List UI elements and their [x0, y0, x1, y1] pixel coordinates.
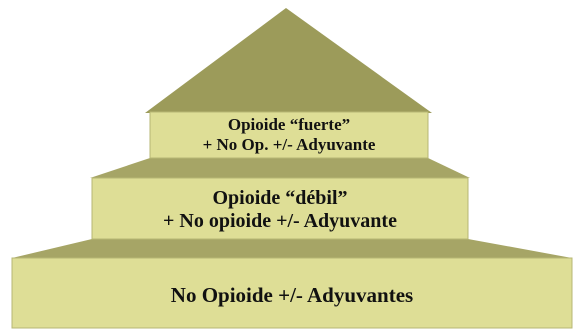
pyramid-shoulder-middle	[12, 239, 572, 258]
level-middle-label: Opioide “débil” + No opioide +/- Adyuvan…	[92, 181, 468, 239]
level-middle-line1: Opioide “débil”	[212, 187, 348, 209]
pyramid-shoulder-top	[90, 158, 470, 178]
level-base-block	[11, 257, 573, 329]
level-middle-line2: + No opioide +/- Adyuvante	[163, 210, 397, 232]
level-base-line1: No Opioide +/- Adyuvantes	[170, 282, 414, 307]
level-middle-block	[91, 177, 469, 240]
level-base-label: No Opioide +/- Adyuvantes	[12, 263, 572, 327]
level-top-block	[149, 111, 429, 159]
pyramid-apex	[145, 8, 432, 113]
level-top-line1: Opioide “fuerte”	[227, 115, 351, 135]
level-top-label: Opioide “fuerte” + No Op. +/- Adyuvante	[150, 112, 428, 158]
level-top-line2: + No Op. +/- Adyuvante	[202, 135, 376, 154]
